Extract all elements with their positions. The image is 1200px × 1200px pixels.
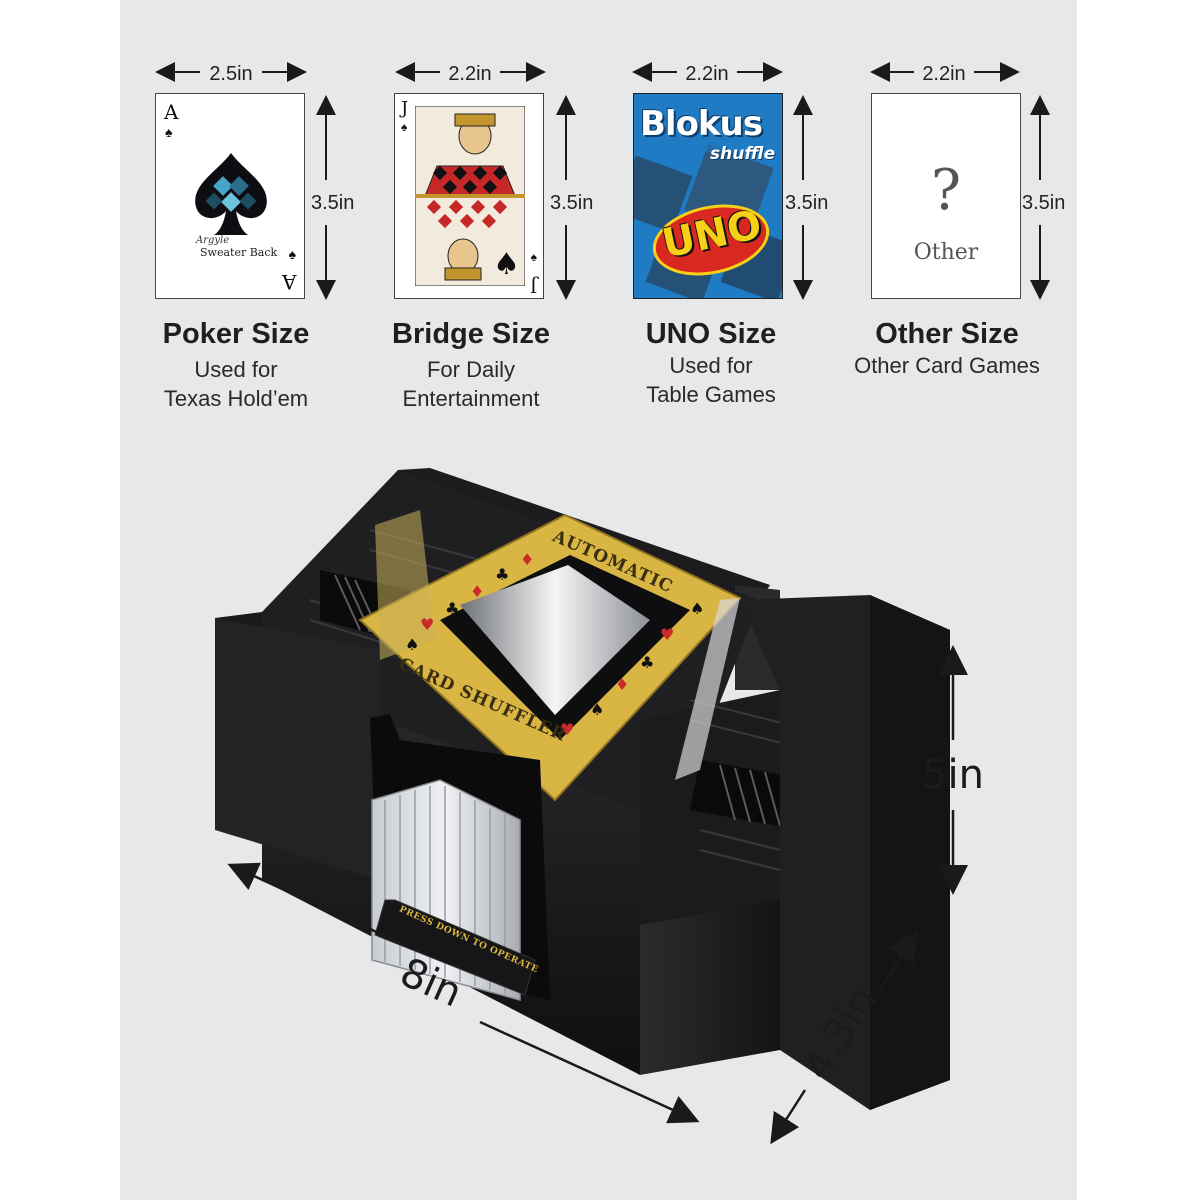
- height-dimension-label: 5in: [922, 752, 984, 798]
- svg-text:♥: ♥: [560, 720, 574, 739]
- shuffle-logo: shuffle: [710, 144, 776, 164]
- other-width-label: 2.2in: [922, 63, 966, 85]
- svg-text:♦: ♦: [520, 550, 534, 569]
- bridge-size-title: Bridge Size: [392, 318, 550, 350]
- uno-width-label: 2.2in: [685, 63, 729, 85]
- svg-text:♥: ♥: [660, 625, 674, 644]
- argyle-script-text: Argyle: [196, 235, 230, 246]
- svg-text:♣: ♣: [445, 599, 459, 618]
- argyle-spade-icon: [195, 153, 267, 235]
- spade-small-icon: ♠: [530, 250, 537, 264]
- sweater-back-text: Sweater Back: [200, 246, 278, 259]
- question-mark-icon: ?: [930, 158, 962, 223]
- svg-text:♥: ♥: [420, 615, 434, 634]
- uno-size-title: UNO Size: [645, 318, 777, 350]
- poker-height-label: 3.5in: [311, 192, 355, 214]
- uno-size-subtitle-2: Table Games: [646, 382, 776, 407]
- poker-size-title: Poker Size: [162, 318, 310, 350]
- uno-height-label: 3.5in: [785, 192, 829, 214]
- card-corner-rank: J: [401, 98, 409, 119]
- svg-text:♦: ♦: [470, 582, 484, 601]
- svg-text:♠: ♠: [493, 247, 520, 282]
- dimension-arrows: [155, 62, 1050, 300]
- spade-small-icon: ♠: [165, 124, 173, 140]
- svg-text:♠: ♠: [405, 635, 419, 654]
- svg-text:♣: ♣: [640, 653, 654, 672]
- uno-size-subtitle-1: Used for: [669, 353, 753, 378]
- svg-text:♠: ♠: [590, 700, 604, 719]
- card-corner-rank: A: [164, 100, 179, 124]
- blokus-logo: Blokus: [640, 104, 763, 144]
- bridge-width-label: 2.2in: [448, 63, 492, 85]
- svg-text:♣: ♣: [495, 565, 509, 584]
- svg-text:♦: ♦: [615, 675, 629, 694]
- other-card-text: Other: [913, 240, 979, 265]
- uno-card: Blokus shuffle UNO: [633, 93, 783, 299]
- card-shuffler-illustration: ♦ ♣ ♦ ♣ ♥ ♠ ♥ ♠ ♦ ♣ ♥ ♠: [215, 468, 950, 1110]
- bridge-card: J ♠ ♠ ♠ J: [394, 93, 544, 299]
- other-size-title: Other Size: [875, 318, 1019, 350]
- other-height-label: 3.5in: [1022, 192, 1066, 214]
- svg-text:♠: ♠: [690, 599, 704, 618]
- bridge-height-label: 3.5in: [550, 192, 594, 214]
- other-size-subtitle: Other Card Games: [854, 353, 1040, 378]
- bridge-size-subtitle-1: For Daily: [426, 357, 515, 382]
- other-card: ? Other: [871, 93, 1021, 299]
- poker-size-subtitle-1: Used for: [194, 357, 278, 382]
- bridge-size-subtitle-2: Entertainment: [402, 386, 540, 411]
- poker-card: A ♠ Argyle Sweater Back ♠ A: [155, 93, 305, 299]
- jack-face-art: ♠: [415, 106, 525, 286]
- spade-small-icon: ♠: [401, 120, 408, 134]
- spade-small-icon: ♠: [288, 246, 296, 262]
- poker-width-label: 2.5in: [209, 63, 253, 85]
- poker-size-subtitle-2: Texas Hold’em: [163, 386, 309, 411]
